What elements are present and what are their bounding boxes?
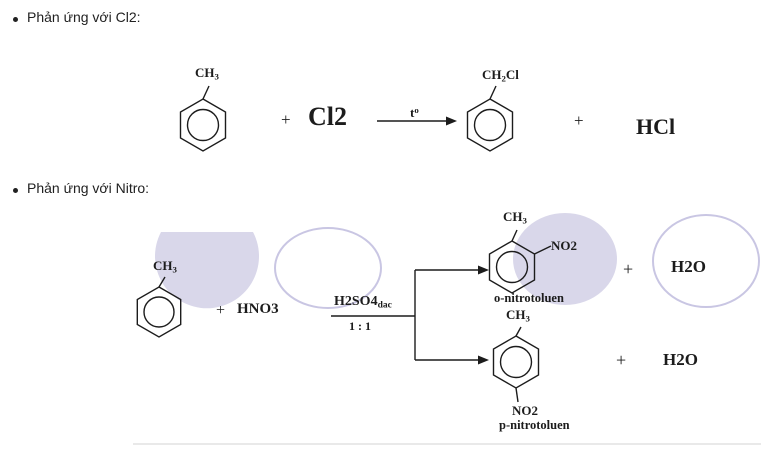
substituent-label-ch3: CH3 — [195, 66, 219, 81]
watermark-filled-circle — [513, 213, 617, 305]
nitro-group-label: NO2 — [551, 238, 577, 253]
catalyst-label-h2so4: H2SO4dac — [334, 295, 392, 311]
formula-main: t — [410, 105, 415, 120]
reaction-branch-arrows — [331, 265, 489, 365]
watermark-circles — [155, 213, 760, 309]
bullet-label-nitro: Phản ứng với Nitro: — [27, 180, 150, 196]
formula-subscript: 3 — [522, 215, 527, 226]
formula-subscript: 2 — [501, 73, 506, 84]
formula-main: CH — [153, 258, 173, 273]
plus-sign: + — [281, 110, 291, 129]
formula-main: H2SO4 — [334, 294, 378, 309]
benzene-ring-toluene-2 — [136, 276, 182, 338]
product-name-p-nitrotoluen: p-nitrotoluen — [499, 418, 570, 432]
formula-main: CH — [506, 307, 526, 322]
formula-subscript: 3 — [172, 264, 177, 275]
condition-label-temperature: to — [410, 106, 419, 119]
product-name-o-nitrotoluen: o-nitrotoluen — [494, 291, 564, 305]
product-label-hcl: HCl — [636, 114, 676, 139]
formula-subscript: 3 — [214, 71, 219, 82]
benzene-ring-ortho-product — [488, 229, 552, 294]
reaction-arrow-1 — [377, 116, 457, 126]
plus-sign: + — [616, 350, 627, 370]
substituent-label-ch2cl: CH2Cl — [482, 68, 519, 83]
plus-sign: + — [216, 302, 226, 319]
substituent-label-ch3: CH3 — [503, 210, 527, 225]
substituent-label-ch3: CH3 — [153, 259, 177, 274]
formula-subscript: dac — [377, 300, 392, 311]
formula-main: Cl — [505, 67, 519, 82]
bullet-label-cl2: Phản ứng với Cl2: — [27, 9, 141, 25]
water-label: H2O — [663, 350, 698, 369]
watermark-ring — [652, 214, 760, 308]
benzene-ring-toluene-1 — [179, 85, 227, 152]
bullet-dot — [13, 17, 18, 22]
formula-main: CH — [195, 65, 215, 80]
formula-superscript: o — [414, 105, 419, 116]
watermark-ring — [274, 227, 382, 309]
nitro-group-label: NO2 — [512, 403, 538, 418]
ratio-label: 1 : 1 — [349, 319, 371, 333]
benzene-ring-para-product — [492, 326, 540, 403]
formula-subscript: 3 — [525, 313, 530, 324]
water-label: H2O — [671, 257, 706, 276]
plus-sign: + — [623, 259, 634, 279]
substituent-label-ch3: CH3 — [506, 308, 530, 323]
bullet-dot — [13, 188, 18, 193]
formula-main: CH — [482, 67, 502, 82]
watermark-filled-circle — [155, 232, 259, 309]
formula-main: CH — [503, 209, 523, 224]
reagent-hno3: HNO3 — [237, 301, 279, 317]
reagent-cl2: Cl2 — [308, 102, 347, 131]
plus-sign: + — [574, 111, 584, 130]
benzene-ring-product-1 — [466, 85, 514, 152]
